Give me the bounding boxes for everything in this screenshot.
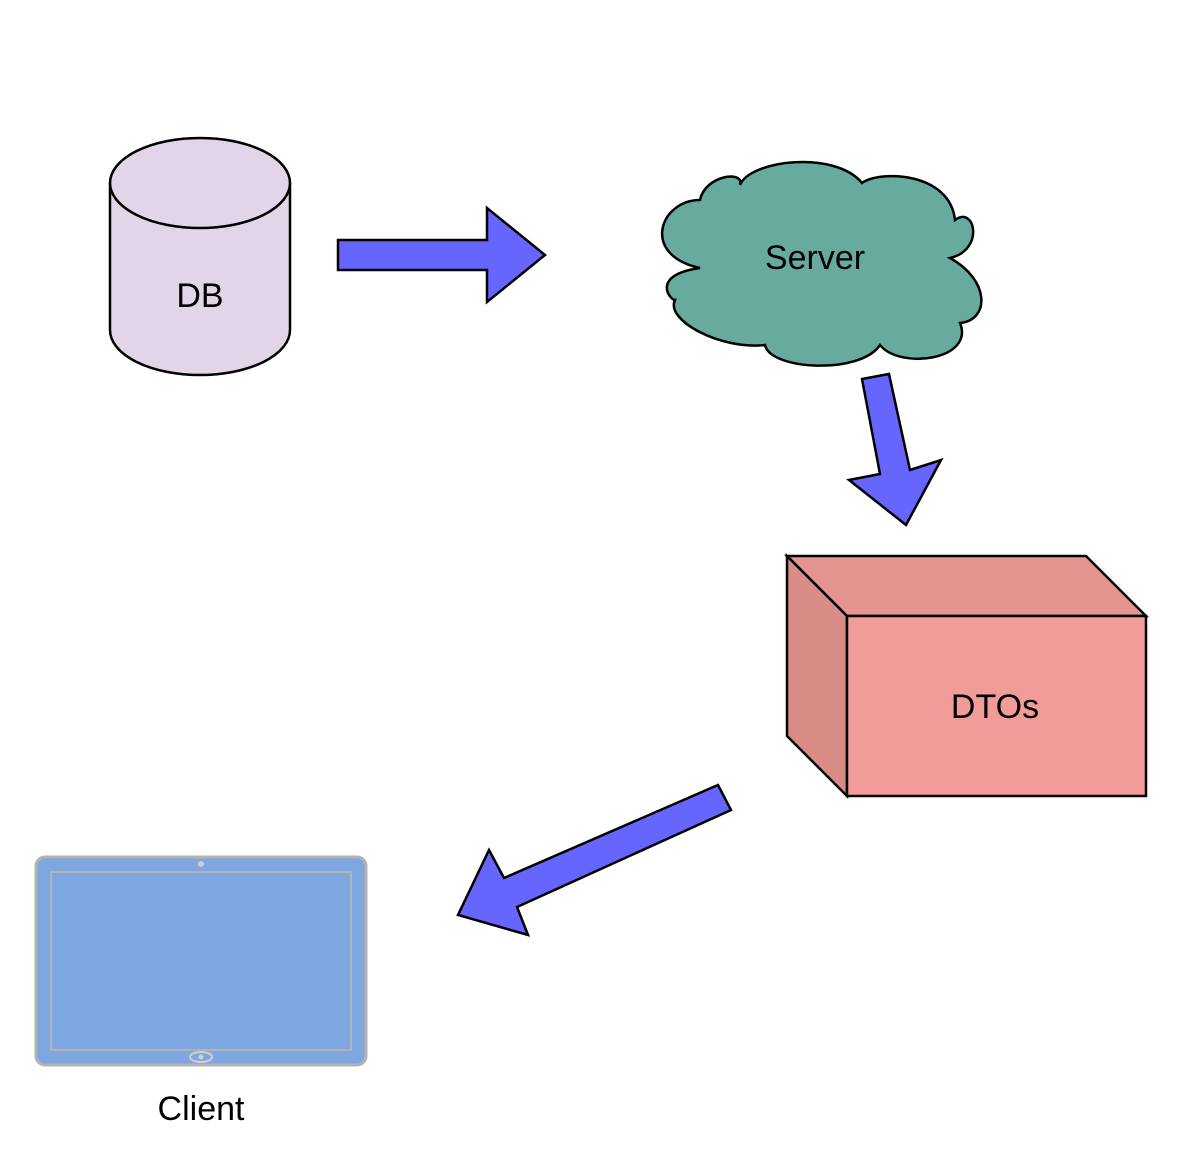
arrow-db-to-server — [336, 205, 547, 305]
server-label: Server — [765, 239, 865, 277]
client-tablet-screen — [50, 871, 352, 1051]
dtos-box-front — [845, 614, 1148, 798]
arrow-dtos-to-client — [456, 783, 733, 937]
client-label: Client — [158, 1090, 245, 1128]
db-cylinder-top — [108, 136, 292, 230]
client-node[interactable]: Client — [34, 855, 368, 1128]
server-node[interactable]: Server — [660, 160, 983, 367]
dtos-label: DTOs — [951, 688, 1039, 726]
dtos-node[interactable]: DTOs — [783, 552, 1150, 800]
db-node[interactable]: DB — [108, 136, 292, 377]
client-home-button-dot — [198, 1054, 204, 1060]
db-cylinder-body — [108, 183, 292, 377]
arrow-server-to-dtos — [846, 372, 944, 527]
client-camera-icon — [198, 861, 204, 867]
db-label: DB — [176, 277, 223, 315]
server-cloud-shape — [660, 160, 983, 367]
client-home-button-icon — [189, 1051, 213, 1063]
dtos-box-top — [783, 554, 1150, 618]
